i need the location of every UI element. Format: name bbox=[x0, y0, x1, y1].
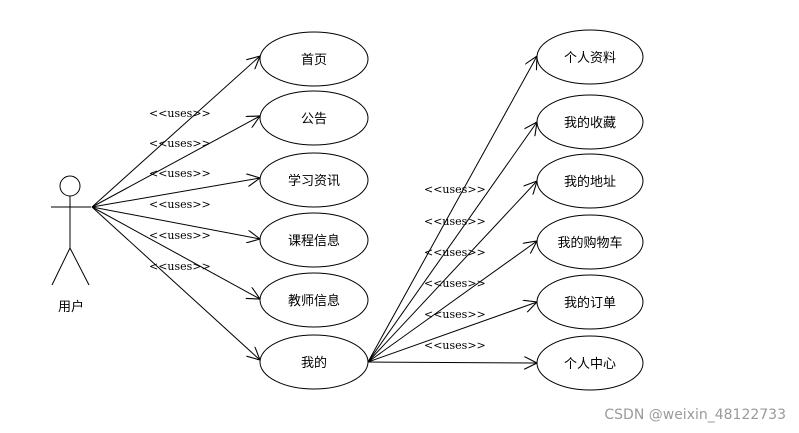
connector-notice bbox=[91, 116, 260, 208]
connector-orders bbox=[367, 302, 537, 363]
use-case-course-info[interactable]: 课程信息 bbox=[259, 212, 369, 268]
use-case-teacher-info[interactable]: 教师信息 bbox=[259, 272, 369, 328]
connector-course-info bbox=[91, 206, 260, 239]
use-case-label: 我的购物车 bbox=[557, 235, 622, 251]
use-case-label: 首页 bbox=[301, 53, 327, 68]
connector-mine bbox=[91, 206, 260, 360]
use-case-personal-center[interactable]: 个人中心 bbox=[536, 335, 644, 391]
connector-personal-center bbox=[367, 362, 537, 363]
use-case-label: 公告 bbox=[301, 112, 327, 127]
use-case-shape[interactable] bbox=[536, 94, 644, 150]
use-case-profile[interactable]: 个人资料 bbox=[536, 29, 644, 85]
stereotype-label: <<uses>> bbox=[149, 260, 211, 273]
connector-favorites bbox=[367, 122, 537, 363]
use-case-shape[interactable] bbox=[259, 90, 369, 146]
use-case-label: 个人资料 bbox=[564, 51, 616, 66]
actor-head bbox=[59, 175, 81, 197]
stereotype-label: <<uses>> bbox=[424, 246, 486, 259]
stereotype-label: <<uses>> bbox=[424, 277, 486, 290]
use-case-shape[interactable] bbox=[536, 274, 644, 330]
use-case-label: 个人中心 bbox=[564, 357, 616, 372]
use-case-study-news[interactable]: 学习资讯 bbox=[259, 152, 369, 208]
stereotype-label: <<uses>> bbox=[424, 339, 486, 352]
use-case-label: 我的收藏 bbox=[564, 115, 616, 131]
use-case-shape[interactable] bbox=[536, 153, 644, 209]
use-case-label: 教师信息 bbox=[288, 293, 340, 309]
actor-user: 用户 bbox=[51, 175, 91, 315]
use-case-shape[interactable] bbox=[259, 152, 369, 208]
connector-cart bbox=[367, 241, 537, 363]
stereotype-label: <<uses>> bbox=[424, 308, 486, 321]
use-case-orders[interactable]: 我的订单 bbox=[536, 274, 644, 330]
stereotype-label: <<uses>> bbox=[149, 229, 211, 242]
use-case-home[interactable]: 首页 bbox=[259, 31, 369, 87]
use-case-label: 我的地址 bbox=[564, 174, 616, 190]
use-case-shape[interactable] bbox=[536, 29, 644, 85]
use-case-label: 学习资讯 bbox=[288, 173, 340, 189]
use-case-shape[interactable] bbox=[536, 214, 644, 270]
connector-profile bbox=[367, 56, 537, 363]
stereotype-label: <<uses>> bbox=[149, 198, 211, 211]
use-case-label: 我的 bbox=[301, 355, 327, 371]
connector-study-news bbox=[91, 178, 260, 208]
use-case-notice[interactable]: 公告 bbox=[259, 90, 369, 146]
use-case-label: 我的订单 bbox=[564, 295, 616, 311]
connector-teacher-info bbox=[91, 206, 260, 299]
use-case-label: 课程信息 bbox=[288, 233, 340, 249]
left-stereotypes: <<uses>> <<uses>> <<uses>> <<uses>> <<us… bbox=[149, 107, 211, 273]
use-case-shape[interactable] bbox=[259, 31, 369, 87]
left-connectors bbox=[91, 56, 260, 360]
use-case-favorites[interactable]: 我的收藏 bbox=[536, 94, 644, 150]
actor-left-leg bbox=[51, 247, 71, 286]
use-case-shape[interactable] bbox=[259, 272, 369, 328]
connector-address bbox=[367, 181, 537, 363]
stereotype-label: <<uses>> bbox=[424, 183, 486, 196]
use-case-shape[interactable] bbox=[536, 335, 644, 391]
right-stereotypes: <<uses>> <<uses>> <<uses>> <<uses>> <<us… bbox=[424, 183, 486, 352]
actor-label: 用户 bbox=[58, 299, 84, 315]
stereotype-label: <<uses>> bbox=[149, 137, 211, 150]
stereotype-label: <<uses>> bbox=[149, 107, 211, 120]
use-case-address[interactable]: 我的地址 bbox=[536, 153, 644, 209]
right-connectors bbox=[367, 56, 537, 363]
watermark: CSDN @weixin_48122733 bbox=[604, 407, 786, 423]
actor-right-leg bbox=[69, 247, 90, 286]
use-case-shape[interactable] bbox=[259, 212, 369, 268]
use-case-mine[interactable]: 我的 bbox=[259, 334, 369, 390]
use-case-cart[interactable]: 我的购物车 bbox=[536, 214, 644, 270]
stereotype-label: <<uses>> bbox=[424, 215, 486, 228]
stereotype-label: <<uses>> bbox=[149, 167, 211, 180]
connector-home bbox=[91, 56, 260, 208]
